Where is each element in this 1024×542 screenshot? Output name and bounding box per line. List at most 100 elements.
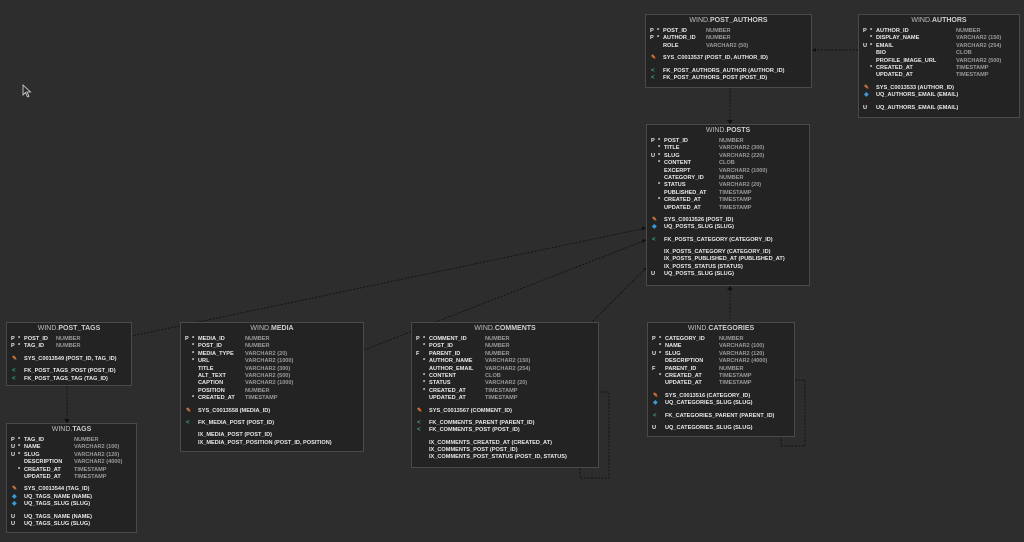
key-row[interactable]: ◆UQ_CATEGORIES_SLUG (SLUG): [648, 400, 794, 407]
index-row[interactable]: IX_POSTS_PUBLISHED_AT (PUBLISHED_AT): [647, 256, 809, 263]
foreign-key-row[interactable]: <FK_CATEGORIES_PARENT (PARENT_ID): [648, 413, 794, 420]
index-row[interactable]: IX_POSTS_CATEGORY (CATEGORY_ID): [647, 249, 809, 256]
key-row[interactable]: ✎SYS_C0013544 (TAG_ID): [7, 486, 136, 493]
key-row[interactable]: ◆UQ_TAGS_SLUG (SLUG): [7, 501, 136, 508]
foreign-key-row[interactable]: <FK_MEDIA_POST (POST_ID): [181, 420, 363, 427]
foreign-key-row[interactable]: <FK_POSTS_CATEGORY (CATEGORY_ID): [647, 237, 809, 244]
key-row[interactable]: ✎SYS_C0013533 (AUTHOR_ID): [859, 85, 1019, 92]
foreign-key-row[interactable]: <FK_POST_TAGS_POST (POST_ID): [7, 368, 131, 375]
foreign-key-row[interactable]: <FK_POST_AUTHORS_AUTHOR (AUTHOR_ID): [646, 68, 811, 75]
key-row[interactable]: ✎SYS_C0013558 (MEDIA_ID): [181, 408, 363, 415]
index-row[interactable]: IX_COMMENTS_POST (POST_ID): [412, 447, 598, 454]
relationship-comments-self[interactable]: [579, 391, 610, 479]
index-row[interactable]: IX_COMMENTS_POST_STATUS (POST_ID, STATUS…: [412, 454, 598, 461]
key-row[interactable]: ◆UQ_POSTS_SLUG (SLUG): [647, 224, 809, 231]
index-row[interactable]: IX_MEDIA_POST_POSITION (POST_ID, POSITIO…: [181, 440, 363, 447]
relationship-posts-comments[interactable]: [591, 267, 647, 323]
relationship-posts-post-tags[interactable]: [121, 227, 647, 339]
key-row[interactable]: ✎SYS_C0013526 (POST_ID): [647, 217, 809, 224]
foreign-key-row[interactable]: <FK_COMMENTS_POST (POST_ID): [412, 427, 598, 434]
key-row[interactable]: ✎SYS_C0013516 (CATEGORY_ID): [648, 393, 794, 400]
index-row[interactable]: IX_MEDIA_POST (POST_ID): [181, 432, 363, 439]
foreign-key-row[interactable]: <FK_POST_TAGS_TAG (TAG_ID): [7, 376, 131, 383]
key-row[interactable]: ◆UQ_TAGS_NAME (NAME): [7, 494, 136, 501]
foreign-key-row[interactable]: <FK_COMMENTS_PARENT (PARENT_ID): [412, 420, 598, 427]
key-row[interactable]: ✎SYS_C0013567 (COMMENT_ID): [412, 408, 598, 415]
foreign-key-row[interactable]: <FK_POST_AUTHORS_POST (POST_ID): [646, 75, 811, 82]
index-row[interactable]: IX_POSTS_STATUS (STATUS): [647, 264, 809, 271]
index-row[interactable]: IX_COMMENTS_CREATED_AT (CREATED_AT): [412, 440, 598, 447]
relationship-categories-self[interactable]: [780, 379, 806, 447]
key-row[interactable]: ◆UQ_AUTHORS_EMAIL (EMAIL): [859, 92, 1019, 99]
key-row[interactable]: ✎SYS_C0013549 (POST_ID, TAG_ID): [7, 356, 131, 363]
key-row[interactable]: ✎SYS_C0013537 (POST_ID, AUTHOR_ID): [646, 55, 811, 62]
